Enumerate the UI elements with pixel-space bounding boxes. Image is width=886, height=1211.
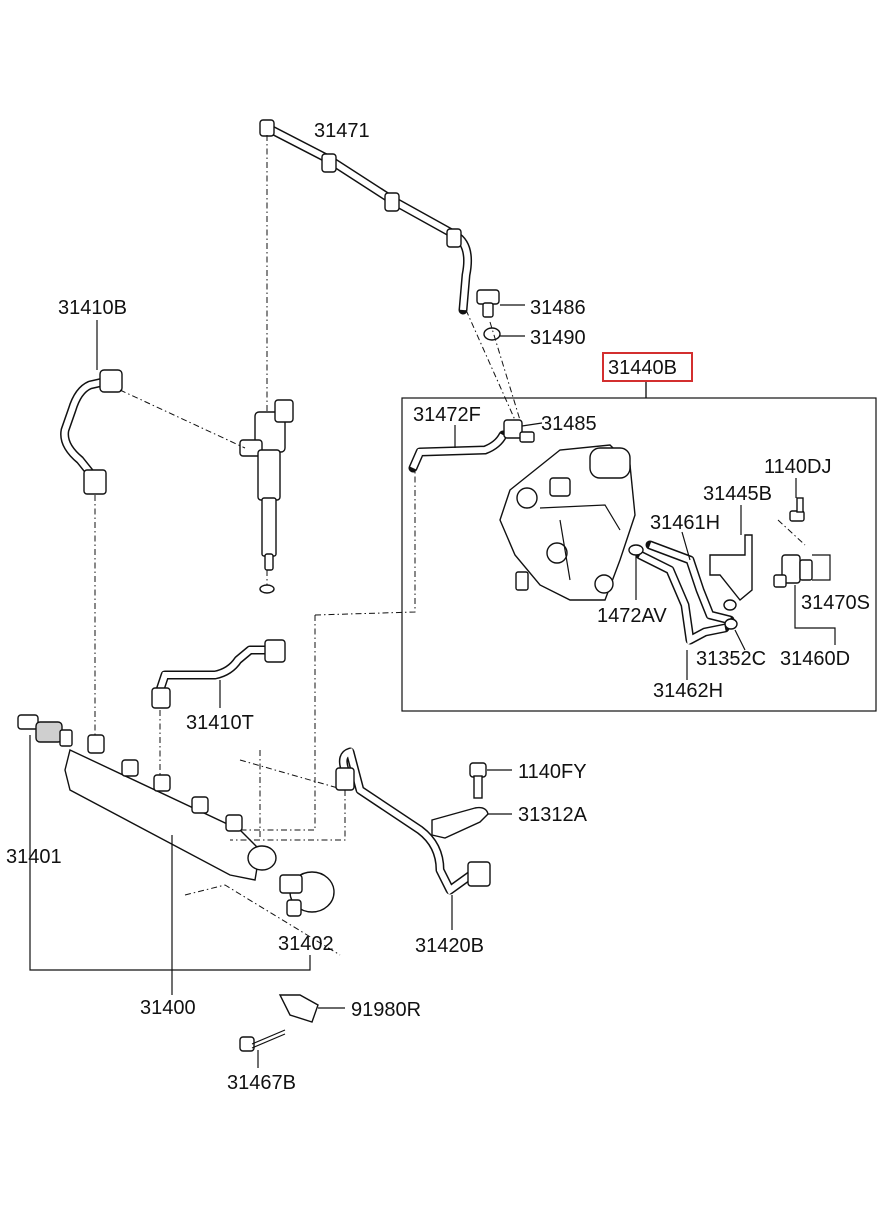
highlight-box-31440B <box>602 352 693 382</box>
clamp-1472AV[interactable] <box>628 544 644 556</box>
label-31486[interactable]: 31486 <box>530 297 586 319</box>
hose-31461H[interactable] <box>645 540 735 625</box>
bolt-1140FY[interactable] <box>469 762 487 799</box>
high-pressure-pipe-31410B[interactable] <box>60 369 123 495</box>
label-31352C[interactable]: 31352C <box>696 648 766 670</box>
high-pressure-pipe-31410T[interactable] <box>151 639 286 709</box>
label-31471[interactable]: 31471 <box>314 120 370 142</box>
label-31410B[interactable]: 31410B <box>58 297 127 319</box>
bolt-1140DJ[interactable] <box>789 497 805 522</box>
label-31401[interactable]: 31401 <box>6 846 62 868</box>
label-31410T[interactable]: 31410T <box>186 712 254 734</box>
high-pressure-pump[interactable] <box>499 444 636 601</box>
hose-31472F[interactable] <box>408 430 508 473</box>
label-1140DJ[interactable]: 1140DJ <box>764 456 831 478</box>
label-31440B[interactable]: 31440B <box>608 357 677 379</box>
pressure-sensor-31401[interactable] <box>17 714 73 747</box>
label-31462H[interactable]: 31462H <box>653 680 723 702</box>
label-91980R[interactable]: 91980R <box>351 999 421 1021</box>
label-31400[interactable]: 31400 <box>140 997 196 1019</box>
label-31461H[interactable]: 31461H <box>650 512 720 534</box>
injector[interactable] <box>239 399 294 594</box>
fitting-31485[interactable] <box>503 419 535 443</box>
label-1140FY[interactable]: 1140FY <box>518 761 587 783</box>
label-31490[interactable]: 31490 <box>530 327 586 349</box>
valve-31460D[interactable] <box>773 554 813 588</box>
label-31485[interactable]: 31485 <box>541 413 597 435</box>
hose-31462H[interactable] <box>635 550 730 645</box>
bracket-31445B[interactable] <box>709 534 753 601</box>
bracket-31312A[interactable] <box>431 806 489 839</box>
washer-31490[interactable] <box>483 327 501 341</box>
label-1472AV[interactable]: 1472AV <box>597 605 667 627</box>
common-rail-31400[interactable] <box>64 734 277 881</box>
pump-assembly-frame <box>401 397 877 712</box>
clamp-31352C[interactable] <box>724 618 738 630</box>
banjo-bolt-31486[interactable] <box>476 289 500 318</box>
return-line-31471[interactable] <box>259 119 473 315</box>
label-31467B[interactable]: 31467B <box>227 1072 296 1094</box>
label-31312A[interactable]: 31312A <box>518 804 588 826</box>
label-31402[interactable]: 31402 <box>278 933 334 955</box>
stud-bolt-31467B[interactable] <box>239 1029 286 1052</box>
label-31420B[interactable]: 31420B <box>415 935 484 957</box>
bracket-91980R[interactable] <box>278 994 319 1023</box>
label-31445B[interactable]: 31445B <box>703 483 772 505</box>
label-31460D[interactable]: 31460D <box>780 648 850 670</box>
high-pressure-pipe-31420B[interactable] <box>335 747 491 895</box>
label-31472F[interactable]: 31472F <box>413 404 481 426</box>
pressure-valve-31402[interactable] <box>279 871 335 917</box>
label-31470S[interactable]: 31470S <box>801 592 870 614</box>
